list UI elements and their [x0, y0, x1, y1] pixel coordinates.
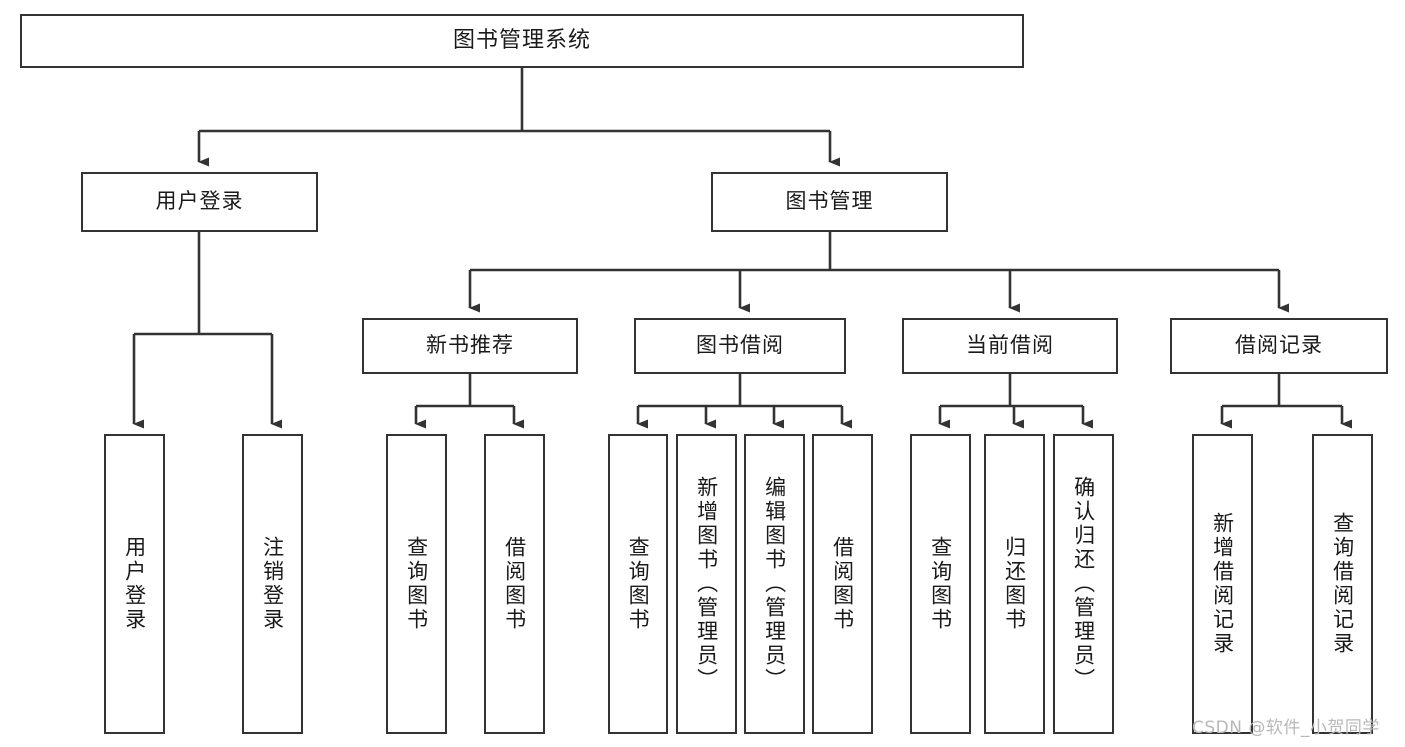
node-leaf-query-book-1[interactable]: 查询图书 — [386, 434, 447, 734]
node-borrow-record-label: 借阅记录 — [1235, 333, 1323, 358]
node-leaf-confirm-return-label: 确认归还（管理员） — [1071, 476, 1096, 692]
node-leaf-add-record-label: 新增借阅记录 — [1210, 512, 1235, 656]
node-leaf-edit-book-label: 编辑图书（管理员） — [762, 476, 787, 692]
node-leaf-confirm-return[interactable]: 确认归还（管理员） — [1053, 434, 1114, 734]
node-book-borrow-label: 图书借阅 — [696, 333, 784, 358]
node-current-borrow[interactable]: 当前借阅 — [902, 318, 1118, 374]
node-current-borrow-label: 当前借阅 — [966, 333, 1054, 358]
node-leaf-logout-label: 注销登录 — [260, 536, 285, 632]
node-book-borrow[interactable]: 图书借阅 — [634, 318, 846, 374]
node-leaf-query-book-2-label: 查询图书 — [626, 536, 651, 632]
node-leaf-return-book[interactable]: 归还图书 — [984, 434, 1045, 734]
node-leaf-add-book-label: 新增图书（管理员） — [694, 476, 719, 692]
node-leaf-query-book-3[interactable]: 查询图书 — [910, 434, 971, 734]
node-leaf-user-login-label: 用户登录 — [122, 536, 147, 632]
node-root-label: 图书管理系统 — [452, 27, 591, 53]
node-user-login-label: 用户登录 — [155, 189, 244, 214]
node-leaf-return-book-label: 归还图书 — [1002, 536, 1027, 632]
watermark: CSDN @软件_小贺同学 — [1192, 718, 1380, 738]
node-leaf-add-book[interactable]: 新增图书（管理员） — [676, 434, 737, 734]
node-new-book-rec[interactable]: 新书推荐 — [362, 318, 578, 374]
node-leaf-query-record-label: 查询借阅记录 — [1330, 512, 1355, 656]
node-leaf-logout[interactable]: 注销登录 — [242, 434, 303, 734]
node-leaf-query-book-2[interactable]: 查询图书 — [608, 434, 668, 734]
node-leaf-borrow-book-2[interactable]: 借阅图书 — [812, 434, 873, 734]
node-leaf-query-record[interactable]: 查询借阅记录 — [1312, 434, 1373, 734]
node-borrow-record[interactable]: 借阅记录 — [1170, 318, 1388, 374]
node-leaf-add-record[interactable]: 新增借阅记录 — [1192, 434, 1253, 734]
node-leaf-user-login[interactable]: 用户登录 — [104, 434, 165, 734]
node-leaf-borrow-book-2-label: 借阅图书 — [830, 536, 855, 632]
node-book-manage[interactable]: 图书管理 — [711, 172, 948, 232]
node-leaf-borrow-book-1-label: 借阅图书 — [502, 536, 527, 632]
node-user-login[interactable]: 用户登录 — [81, 172, 318, 232]
node-leaf-edit-book[interactable]: 编辑图书（管理员） — [744, 434, 805, 734]
node-root[interactable]: 图书管理系统 — [20, 14, 1024, 68]
node-leaf-query-book-1-label: 查询图书 — [404, 536, 429, 632]
node-book-manage-label: 图书管理 — [785, 189, 874, 214]
node-leaf-borrow-book-1[interactable]: 借阅图书 — [484, 434, 545, 734]
node-leaf-query-book-3-label: 查询图书 — [928, 536, 953, 632]
node-new-book-rec-label: 新书推荐 — [426, 333, 514, 358]
